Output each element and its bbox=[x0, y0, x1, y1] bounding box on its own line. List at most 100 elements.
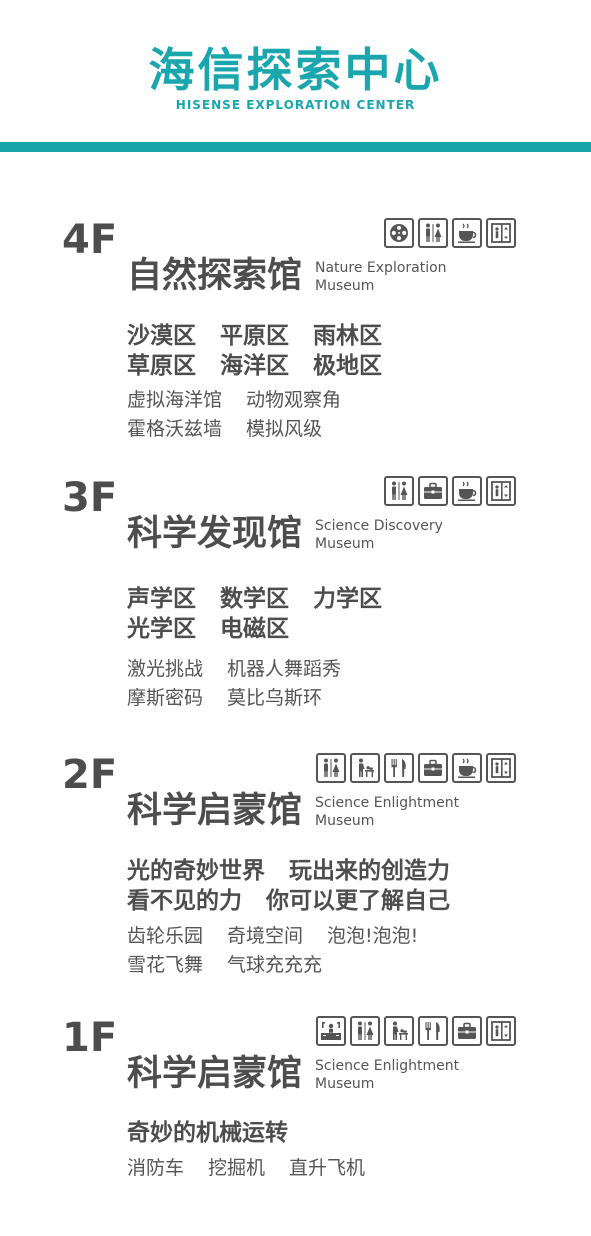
restroom-icon bbox=[316, 753, 346, 783]
exhibit-item: 气球充充充 bbox=[227, 954, 323, 976]
exhibit-item-row: 齿轮乐园 奇境空间 泡泡!泡泡! bbox=[127, 922, 442, 951]
zone-item: 极地区 bbox=[313, 353, 382, 379]
coffee-cup-icon bbox=[452, 753, 482, 783]
exhibit-item: 激光挑战 bbox=[127, 658, 204, 680]
logo-subtitle: HISENSE EXPLORATION CENTER bbox=[175, 98, 416, 112]
facility-icons bbox=[316, 753, 516, 783]
exhibit-item: 直升飞机 bbox=[289, 1157, 366, 1179]
zone-item-row: 光学区电磁区 bbox=[127, 614, 406, 644]
floor-label: 2F bbox=[62, 752, 118, 798]
exhibit-item-row: 激光挑战 机器人舞蹈秀 bbox=[127, 655, 365, 684]
zone-item: 沙漠区 bbox=[127, 323, 196, 349]
zone-item: 力学区 bbox=[313, 586, 382, 612]
restroom-icon bbox=[384, 476, 414, 506]
service-desk-icon bbox=[316, 1016, 346, 1046]
exhibit-item: 雪花飞舞 bbox=[127, 954, 204, 976]
zone-item-row: 草原区海洋区极地区 bbox=[127, 351, 406, 381]
logo-title: 海信探索中心 bbox=[148, 43, 443, 97]
dining-icon bbox=[418, 1016, 448, 1046]
header: 海信探索中心 HISENSE EXPLORATION CENTER bbox=[0, 0, 591, 142]
zone-item: 声学区 bbox=[127, 586, 196, 612]
header-divider bbox=[0, 142, 591, 152]
exhibit-item: 摩斯密码 bbox=[127, 687, 204, 709]
floor-label: 1F bbox=[62, 1015, 118, 1061]
exhibit-item: 挖掘机 bbox=[208, 1157, 266, 1179]
zone-item: 平原区 bbox=[220, 323, 289, 349]
exhibit-item-row: 霍格沃兹墙 模拟风级 bbox=[127, 415, 365, 444]
film-reel-icon bbox=[384, 218, 414, 248]
hall-name-en: Science Enlightment Museum bbox=[315, 794, 459, 830]
coffee-cup-icon bbox=[452, 218, 482, 248]
hall-name-cn: 科学启蒙馆 bbox=[127, 791, 303, 831]
zone-item-row: 沙漠区平原区雨林区 bbox=[127, 321, 406, 351]
exhibit-item: 模拟风级 bbox=[246, 418, 323, 440]
zone-item: 玩出来的创造力 bbox=[289, 858, 450, 884]
exhibit-item: 霍格沃兹墙 bbox=[127, 418, 223, 440]
zone-item: 数学区 bbox=[220, 586, 289, 612]
exhibit-item: 奇境空间 bbox=[227, 925, 304, 947]
zone-item: 你可以更了解自己 bbox=[266, 888, 450, 914]
zone-item: 奇妙的机械运转 bbox=[127, 1120, 288, 1146]
floor-label: 4F bbox=[62, 217, 118, 263]
exhibit-list: 激光挑战 机器人舞蹈秀摩斯密码 莫比乌斯环 bbox=[127, 655, 365, 713]
exhibit-list: 齿轮乐园 奇境空间 泡泡!泡泡! 雪花飞舞 气球充充充 bbox=[127, 922, 442, 980]
elevator-icon bbox=[486, 753, 516, 783]
hall-name-en: Science Enlightment Museum bbox=[315, 1057, 459, 1093]
hall-name-en: Nature Exploration Museum bbox=[315, 259, 447, 295]
exhibit-item-row: 虚拟海洋馆 动物观察角 bbox=[127, 386, 365, 415]
elevator-icon bbox=[486, 218, 516, 248]
dining-icon bbox=[384, 753, 414, 783]
exhibit-item: 莫比乌斯环 bbox=[227, 687, 323, 709]
hall-name-en-line2: Museum bbox=[315, 278, 375, 294]
zone-item: 光学区 bbox=[127, 616, 196, 642]
hall-name-en-line2: Museum bbox=[315, 813, 375, 829]
hall-name-en-line2: Museum bbox=[315, 536, 375, 552]
hall-name-en-line1: Nature Exploration bbox=[315, 260, 447, 276]
exhibit-item: 齿轮乐园 bbox=[127, 925, 204, 947]
exhibit-item: 泡泡!泡泡! bbox=[327, 925, 419, 947]
hall-name-en-line1: Science Discovery bbox=[315, 518, 443, 534]
briefcase-icon bbox=[418, 753, 448, 783]
facility-icons bbox=[316, 1016, 516, 1046]
exhibit-item: 消防车 bbox=[127, 1157, 185, 1179]
exhibit-item-row: 消防车 挖掘机 直升飞机 bbox=[127, 1154, 389, 1183]
hall-name-cn: 科学发现馆 bbox=[127, 514, 303, 554]
zone-list: 奇妙的机械运转 bbox=[127, 1118, 312, 1148]
zone-list: 声学区数学区力学区光学区电磁区 bbox=[127, 584, 406, 644]
facility-icons bbox=[384, 218, 516, 248]
zone-item-row: 看不见的力你可以更了解自己 bbox=[127, 886, 474, 916]
exhibit-item-row: 雪花飞舞 气球充充充 bbox=[127, 951, 442, 980]
hall-name-en-line1: Science Enlightment bbox=[315, 1058, 460, 1074]
exhibit-item: 动物观察角 bbox=[246, 389, 342, 411]
baby-care-icon bbox=[350, 753, 380, 783]
zone-item-row: 奇妙的机械运转 bbox=[127, 1118, 312, 1148]
exhibit-item: 机器人舞蹈秀 bbox=[227, 658, 342, 680]
zone-item: 电磁区 bbox=[220, 616, 289, 642]
briefcase-icon bbox=[452, 1016, 482, 1046]
zone-list: 光的奇妙世界玩出来的创造力看不见的力你可以更了解自己 bbox=[127, 856, 474, 916]
exhibit-item-row: 摩斯密码 莫比乌斯环 bbox=[127, 684, 365, 713]
exhibit-item: 虚拟海洋馆 bbox=[127, 389, 223, 411]
hall-name-en: Science Discovery Museum bbox=[315, 517, 443, 553]
coffee-cup-icon bbox=[452, 476, 482, 506]
elevator-icon bbox=[486, 476, 516, 506]
restroom-icon bbox=[350, 1016, 380, 1046]
zone-item: 海洋区 bbox=[220, 353, 289, 379]
hall-name-cn: 自然探索馆 bbox=[127, 256, 303, 296]
briefcase-icon bbox=[418, 476, 448, 506]
zone-item: 看不见的力 bbox=[127, 888, 242, 914]
zone-item: 光的奇妙世界 bbox=[127, 858, 265, 884]
restroom-icon bbox=[418, 218, 448, 248]
facility-icons bbox=[384, 476, 516, 506]
zone-list: 沙漠区平原区雨林区草原区海洋区极地区 bbox=[127, 321, 406, 381]
zone-item-row: 光的奇妙世界玩出来的创造力 bbox=[127, 856, 474, 886]
floor-label: 3F bbox=[62, 475, 118, 521]
zone-item: 草原区 bbox=[127, 353, 196, 379]
hall-name-en-line1: Science Enlightment bbox=[315, 795, 460, 811]
baby-care-icon bbox=[384, 1016, 414, 1046]
zone-item: 雨林区 bbox=[313, 323, 382, 349]
zone-item-row: 声学区数学区力学区 bbox=[127, 584, 406, 614]
hall-name-cn: 科学启蒙馆 bbox=[127, 1054, 303, 1094]
elevator-icon bbox=[486, 1016, 516, 1046]
exhibit-list: 消防车 挖掘机 直升飞机 bbox=[127, 1154, 389, 1183]
